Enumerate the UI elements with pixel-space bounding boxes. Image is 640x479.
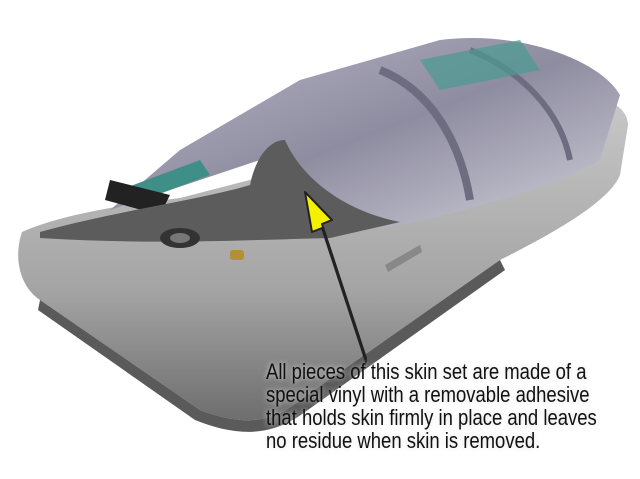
caption: All pieces of this skin set are made of … (266, 360, 640, 452)
skin-surface (105, 38, 620, 236)
camera-icon (160, 228, 244, 260)
caption-line: that holds skin firmly in place and leav… (266, 405, 597, 430)
caption-line: special vinyl with a removable adhesive (266, 382, 590, 407)
side-button (385, 245, 422, 272)
caption-line: All pieces of this skin set are made of … (266, 359, 587, 384)
arrow-icon (304, 191, 367, 363)
caption-line: no residue when skin is removed. (266, 428, 541, 453)
